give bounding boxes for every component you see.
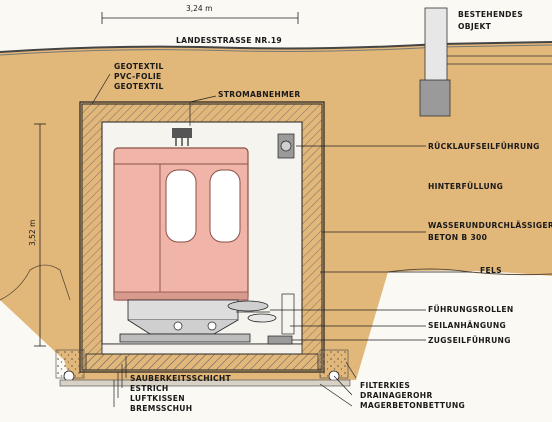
concrete-label-line1: WASSERUNDURCHLÄSSIGER bbox=[428, 221, 552, 230]
membrane-label-line2: PVC-FOLIE bbox=[114, 72, 162, 81]
cable-car bbox=[113, 147, 249, 301]
leader-lines bbox=[91, 73, 472, 407]
floor-slab bbox=[101, 343, 303, 355]
current-collector-label: STROMABNEHMER bbox=[218, 90, 301, 99]
return-cable-guide bbox=[277, 133, 295, 159]
road-label: LANDESSTRASSE NR.19 bbox=[176, 36, 282, 45]
rock-label: FELS bbox=[480, 266, 502, 275]
road-surface bbox=[0, 41, 552, 53]
return-cable-guide-label: RÜCKLAUFSEILFÜHRUNG bbox=[428, 142, 540, 151]
membrane-label-line1: GEOTEXTIL bbox=[114, 62, 164, 71]
width-dimension-line bbox=[101, 12, 299, 24]
drainage-pipe-left bbox=[63, 370, 75, 382]
cable-suspension-label: SEILANHÄNGUNG bbox=[428, 321, 507, 330]
bottom-layer-label-1: SAUBERKEITSSCHICHT bbox=[130, 374, 232, 383]
drainage-layer-label-1: FILTERKIES bbox=[360, 381, 411, 390]
haul-cable-guide bbox=[267, 293, 295, 345]
current-collector bbox=[172, 128, 192, 146]
concrete-label-line2: BETON B 300 bbox=[428, 233, 488, 242]
drainage-layer-label-3: MAGERBETONBETTUNG bbox=[360, 401, 466, 410]
guide-rollers-label: FÜHRUNGSROLLEN bbox=[428, 305, 514, 314]
guide-rollers bbox=[227, 300, 277, 323]
drainage-layer-label-2: DRAINAGEROHR bbox=[360, 391, 433, 400]
lean-concrete-bedding bbox=[59, 379, 351, 387]
car-window-right bbox=[209, 169, 241, 243]
existing-building-label-line2: OBJEKT bbox=[458, 22, 492, 31]
membrane-label-line3: GEOTEXTIL bbox=[114, 82, 164, 91]
width-dimension-label: 3,24 m bbox=[186, 4, 213, 13]
haul-cable-guide-label: ZUGSEILFÜHRUNG bbox=[428, 336, 511, 345]
bottom-layer-label-3: LUFTKISSEN bbox=[130, 394, 185, 403]
existing-building-structure bbox=[419, 7, 552, 117]
bottom-layer-label-4: BREMSSCHUH bbox=[130, 404, 193, 413]
backfill-label: HINTERFÜLLUNG bbox=[428, 182, 504, 191]
car-window-left bbox=[165, 169, 197, 243]
height-dimension-line bbox=[34, 123, 46, 347]
height-dimension-label: 3,52 m bbox=[28, 219, 37, 246]
existing-building-label-line1: BESTEHENDES bbox=[458, 10, 523, 19]
rock-line-left bbox=[0, 264, 71, 301]
bottom-layer-label-2: ESTRICH bbox=[130, 384, 169, 393]
